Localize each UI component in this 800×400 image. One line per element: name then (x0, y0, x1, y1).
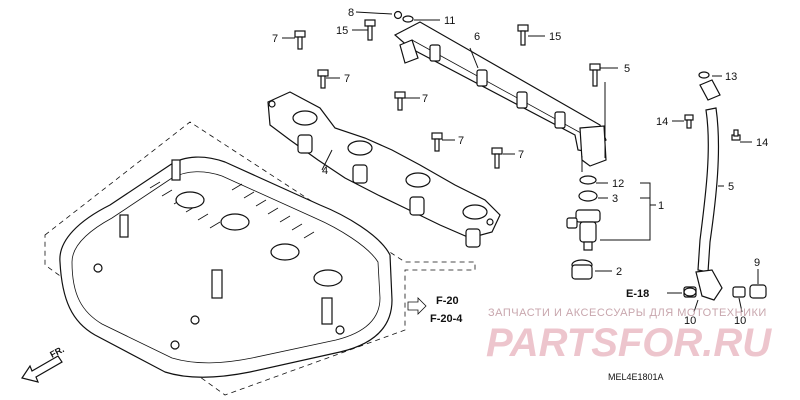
bolt-icon (517, 24, 529, 46)
callout-15a: 15 (336, 25, 348, 37)
callout-11: 11 (444, 15, 455, 27)
callouts: 8 11 15 7 6 15 7 5 7 7 7 4 13 14 14 5 12… (272, 7, 768, 327)
callout-15b: 15 (549, 31, 561, 43)
callout-13: 13 (725, 71, 737, 83)
watermark-caption: ЗАПЧАСТИ И АКСЕССУАРЫ ДЛЯ МОТОТЕХНИКИ (488, 307, 767, 319)
hose-end-e18 (683, 287, 697, 297)
callout-3: 3 (612, 193, 618, 205)
hose-fitting-bottom (695, 269, 723, 301)
washer-8 (393, 10, 403, 20)
callout-2: 2 (616, 266, 622, 278)
callout-10a: 10 (684, 315, 696, 327)
callout-7a: 7 (272, 33, 278, 45)
front-arrow-icon (21, 355, 63, 383)
ref-e18: E-18 (626, 288, 649, 300)
bolt-icon (491, 147, 503, 169)
fuel-hose (697, 107, 720, 273)
washer-13 (698, 71, 710, 79)
watermark-brand: PARTSFOR.RU (486, 321, 772, 365)
bolt-icon (731, 129, 741, 141)
bolt-group (294, 19, 741, 169)
washer-11 (402, 15, 414, 23)
ref-f204: F-20-4 (430, 313, 463, 325)
cover-plate (59, 156, 393, 378)
bolt-icon (294, 30, 306, 50)
callout-4: 4 (322, 165, 328, 177)
callout-7e: 7 (518, 149, 524, 161)
callout-7b: 7 (344, 73, 350, 85)
front-marker: FR. (48, 344, 65, 360)
washer-10b (732, 286, 746, 298)
callout-5b: 5 (728, 181, 734, 193)
exploded-view-outline (44, 121, 476, 396)
bolt-icon (589, 63, 601, 87)
leader-lines (282, 11, 759, 313)
callout-5a: 5 (624, 63, 630, 75)
bolt-icon (364, 19, 376, 41)
callout-6: 6 (474, 31, 480, 43)
hose-fitting-top (699, 79, 721, 101)
callout-7c: 7 (422, 93, 428, 105)
bolt-icon (431, 132, 443, 152)
arrow-right-icon (407, 297, 427, 315)
callout-14a: 14 (656, 116, 668, 128)
callout-7d: 7 (458, 135, 464, 147)
callout-1: 1 (658, 200, 664, 212)
nut-9 (749, 284, 767, 299)
fuel-rail (393, 21, 607, 167)
callout-10b: 10 (734, 315, 746, 327)
callout-12: 12 (612, 178, 624, 190)
bolt-icon (394, 91, 406, 111)
callout-8: 8 (348, 7, 354, 19)
bolt-icon (684, 114, 694, 129)
bolt-icon (317, 69, 329, 89)
ref-f20: F-20 (436, 295, 459, 307)
injector-assembly (566, 175, 601, 280)
manifold-insulator (267, 91, 501, 248)
diagram-code: MEL4E1801A (608, 372, 664, 382)
callout-14b: 14 (756, 137, 768, 149)
callout-9: 9 (754, 257, 760, 269)
